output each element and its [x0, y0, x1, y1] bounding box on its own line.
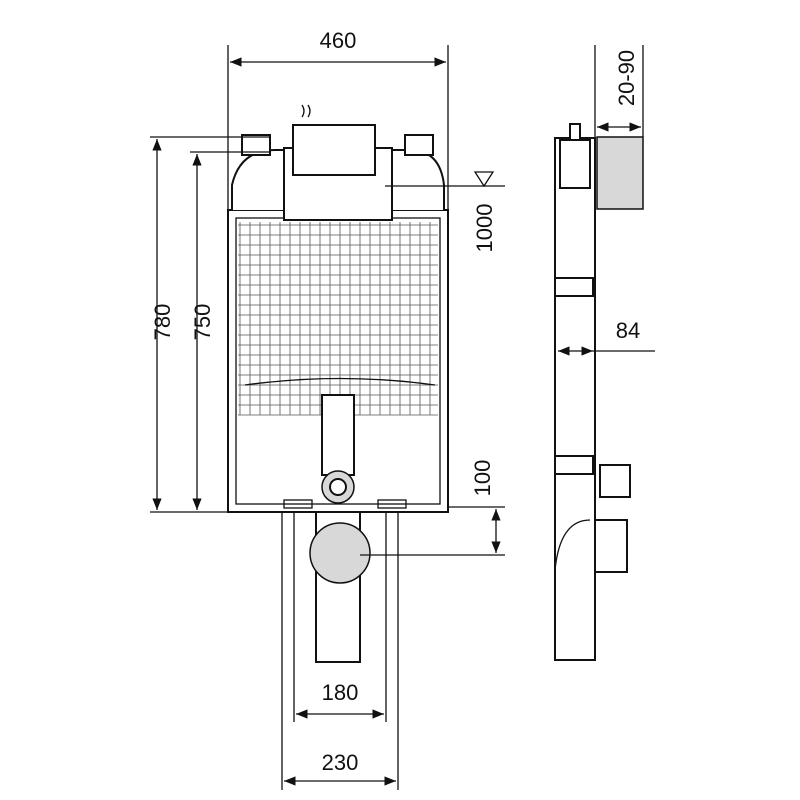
dim-leg-inner-label: 180 [322, 680, 359, 705]
side-view: 20-90 84 [554, 45, 655, 661]
foot-left [283, 499, 313, 509]
dim-width-label: 460 [320, 28, 357, 53]
side-valve [569, 123, 581, 141]
drain-connector [594, 519, 628, 573]
cistern-bottom [244, 377, 436, 386]
flush-plate [596, 136, 644, 210]
dim-frame-depth-label: 84 [616, 318, 640, 343]
side-frame [554, 137, 596, 661]
drain-elbow [309, 522, 371, 584]
foot-right [377, 499, 407, 509]
water-inlet-icon [301, 104, 311, 118]
cistern-mesh [238, 222, 438, 416]
front-view [227, 104, 449, 790]
dim-water-level-label: 1000 [472, 204, 497, 253]
side-drain-curve [554, 519, 591, 660]
flush-outlet-inner [329, 478, 347, 496]
dimensions: 460 780 750 1000 100 180 230 [150, 28, 505, 786]
dim-leg-outer-label: 230 [322, 750, 359, 775]
water-level-icon [473, 171, 495, 188]
side-bracket-top [554, 277, 594, 297]
inlet-connector [599, 464, 631, 498]
dim-plate-depth-label: 20-90 [614, 50, 639, 106]
side-cistern [559, 139, 591, 189]
flush-pipe [321, 394, 355, 476]
side-bracket-bottom [554, 455, 594, 475]
right-bracket [404, 134, 434, 156]
dim-drain-height-label: 100 [470, 460, 495, 497]
fill-valve [292, 124, 376, 176]
dim-frame-height-label: 750 [190, 304, 215, 341]
dim-total-height-label: 780 [150, 304, 175, 341]
left-bracket [241, 134, 271, 156]
